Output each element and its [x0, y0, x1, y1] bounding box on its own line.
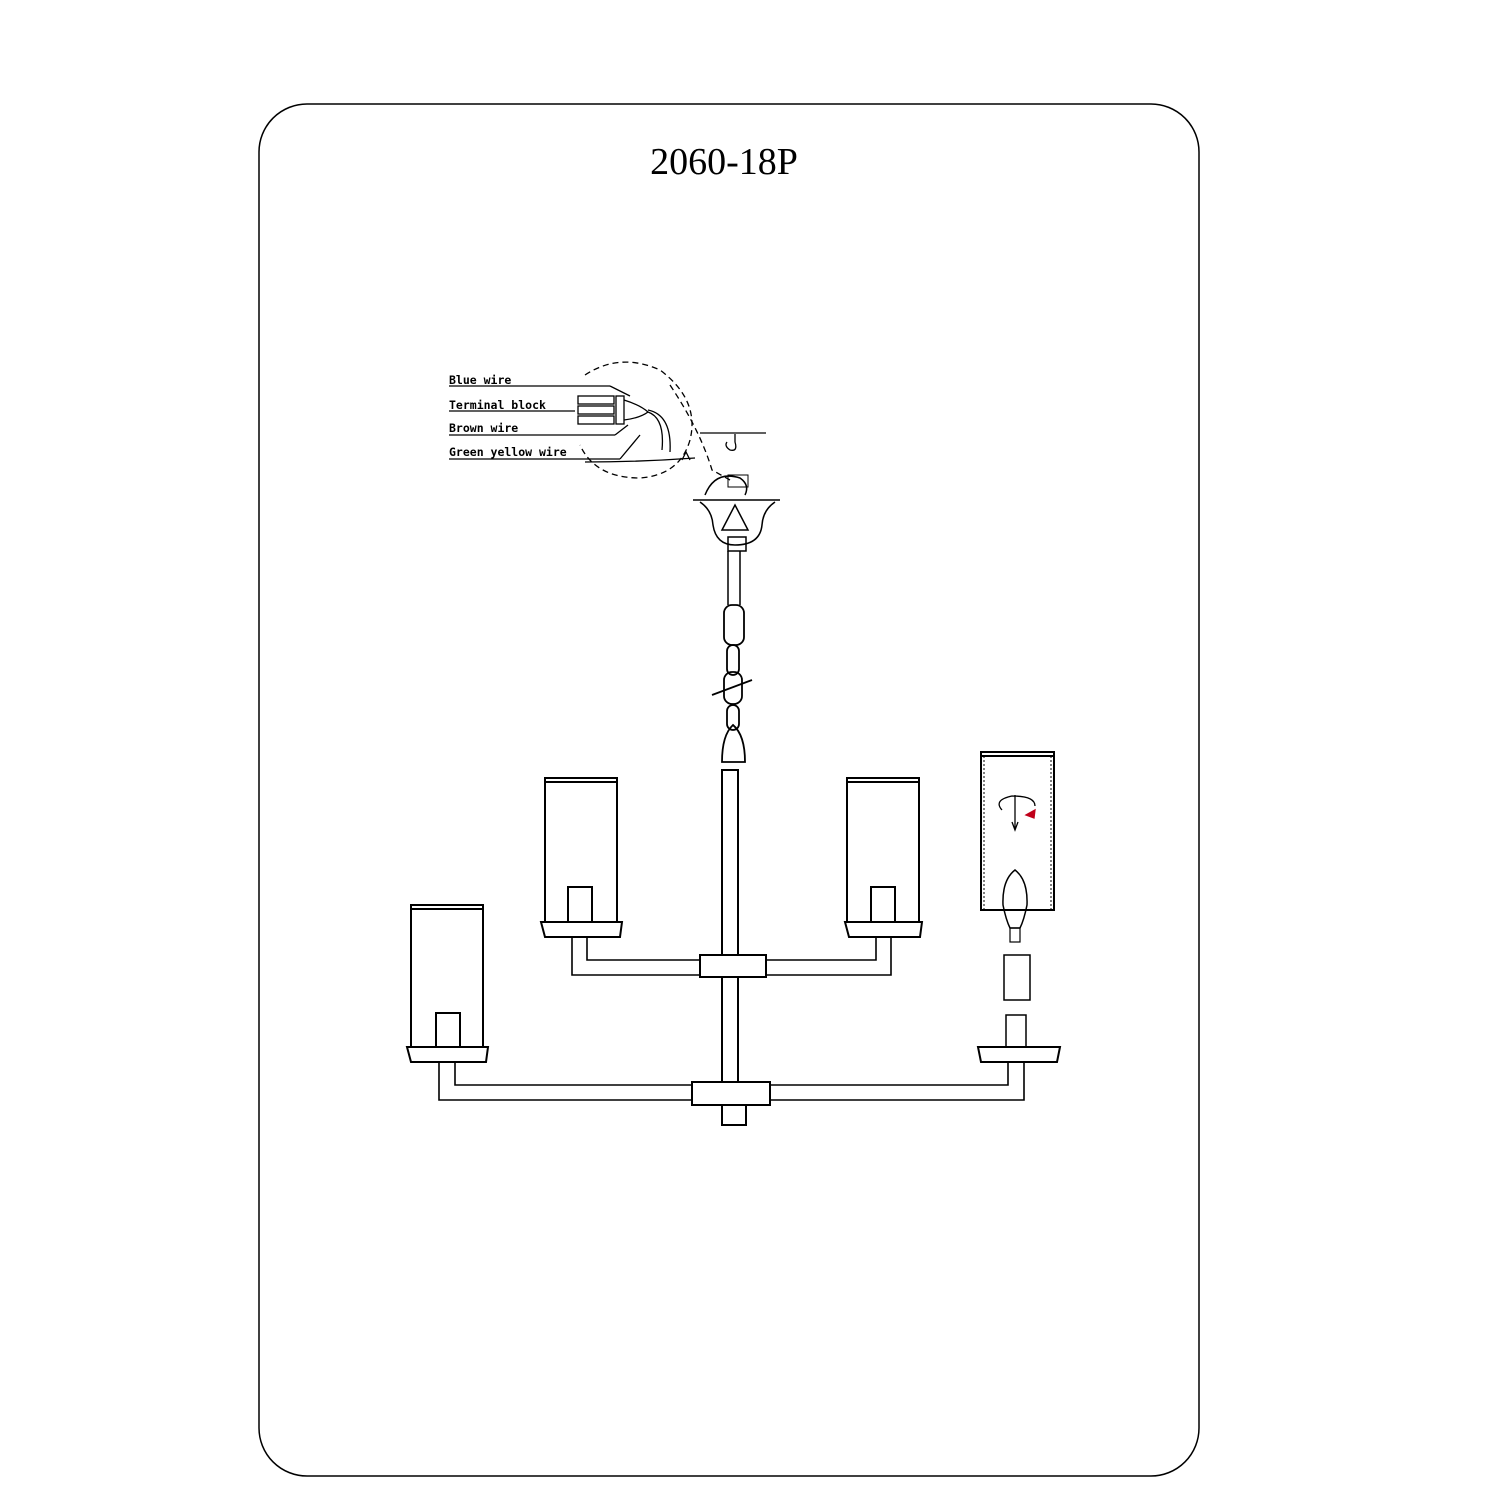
- wiring-detail: [449, 361, 766, 481]
- bulb: [1002, 869, 1028, 929]
- central-column: [691, 769, 771, 1126]
- model-title: 2060-18P: [650, 141, 798, 183]
- chain: [711, 604, 753, 763]
- label-brown-wire: Brown wire: [449, 421, 519, 435]
- shade-upper-right: [843, 777, 924, 938]
- canopy: [693, 474, 780, 605]
- shade-lower-right-exploded: [976, 751, 1062, 1063]
- shade-upper-left: [539, 777, 624, 938]
- frame-border: [258, 103, 1200, 1477]
- label-terminal-block: Terminal block: [449, 398, 546, 412]
- rotate-arrow-icon: [998, 795, 1036, 832]
- upper-arms: [571, 937, 892, 976]
- label-blue-wire: Blue wire: [449, 373, 512, 387]
- label-green-yellow-wire: Green yellow wire: [449, 445, 567, 459]
- shade-lower-left: [405, 904, 490, 1063]
- lower-arms: [438, 1062, 1025, 1101]
